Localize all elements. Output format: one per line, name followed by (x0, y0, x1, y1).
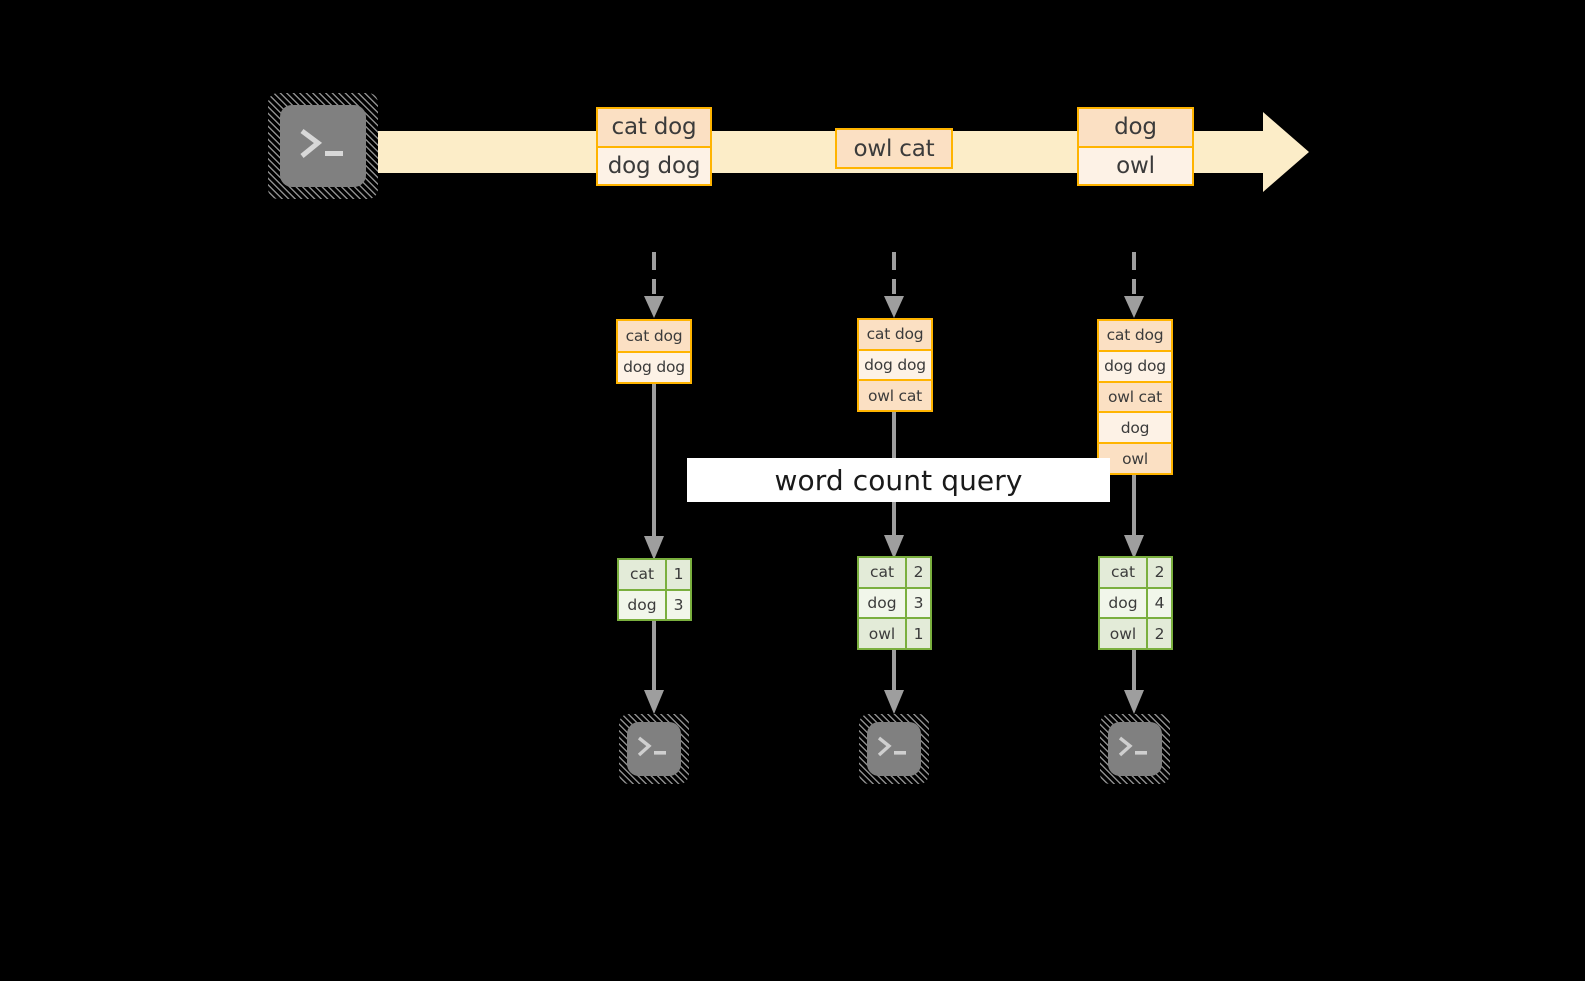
producer-terminal-icon (268, 93, 378, 199)
stream-snapshot-3: cat dog dog dog owl cat dog owl (1097, 319, 1173, 475)
solid-connector-snapshot-to-result-3 (1124, 472, 1144, 559)
count-cell: 4 (1146, 588, 1171, 618)
stream-event-1: cat dog dog dog (596, 107, 712, 186)
snapshot-row: owl cat (1099, 380, 1171, 412)
query-label: word count query (687, 458, 1110, 502)
count-cell: 2 (1146, 558, 1171, 587)
count-cell: 1 (665, 560, 690, 589)
snapshot-row: dog dog (618, 350, 690, 382)
prompt-caret-underscore-icon (877, 736, 906, 757)
word-cell: dog (859, 588, 905, 618)
dashed-connector-2 (884, 252, 904, 318)
stream-event-line: dog (1079, 109, 1192, 146)
terminal-face (280, 105, 366, 187)
stream-event-line: dog dog (598, 145, 710, 184)
terminal-face (627, 722, 681, 776)
word-cell: cat (1100, 558, 1146, 587)
prompt-caret-underscore-icon (1118, 736, 1147, 757)
stream-event-line: owl (1079, 145, 1192, 184)
table-row: cat 2 (859, 558, 930, 587)
prompt-caret-underscore-icon (637, 736, 666, 757)
consumer-terminal-icon-2 (859, 714, 929, 784)
word-cell: dog (619, 590, 665, 619)
table-row: dog 3 (859, 586, 930, 618)
table-row: cat 2 (1100, 558, 1171, 587)
snapshot-row: dog dog (859, 348, 931, 380)
snapshot-row: owl (1099, 442, 1171, 473)
snapshot-row: dog (1099, 411, 1171, 443)
snapshot-row: cat dog (618, 321, 690, 351)
solid-connector-result-to-consumer-2 (884, 650, 904, 714)
word-count-result-1: cat 1 dog 3 (617, 558, 692, 621)
snapshot-row: dog dog (1099, 349, 1171, 381)
count-cell: 2 (1146, 619, 1171, 648)
solid-connector-snapshot-to-result-1 (644, 382, 664, 560)
table-row: dog 4 (1100, 586, 1171, 618)
word-count-result-2: cat 2 dog 3 owl 1 (857, 556, 932, 650)
stream-event-3: dog owl (1077, 107, 1194, 186)
consumer-terminal-icon-1 (619, 714, 689, 784)
stream-snapshot-1: cat dog dog dog (616, 319, 692, 384)
dashed-connector-3 (1124, 252, 1144, 318)
word-cell: owl (859, 619, 905, 648)
word-cell: cat (619, 560, 665, 589)
stream-snapshot-2: cat dog dog dog owl cat (857, 318, 933, 412)
stream-event-line: cat dog (598, 109, 710, 146)
consumer-terminal-icon-3 (1100, 714, 1170, 784)
solid-connector-result-to-consumer-3 (1124, 650, 1144, 714)
solid-connector-result-to-consumer-1 (644, 620, 664, 714)
count-cell: 3 (905, 588, 930, 618)
snapshot-row: owl cat (859, 379, 931, 410)
snapshot-row: cat dog (1099, 321, 1171, 350)
terminal-face (1108, 722, 1162, 776)
table-row: owl 2 (1100, 617, 1171, 648)
table-row: dog 3 (619, 588, 690, 619)
prompt-caret-underscore-icon (300, 129, 343, 158)
word-cell: owl (1100, 619, 1146, 648)
word-cell: dog (1100, 588, 1146, 618)
stream-event-line: owl cat (837, 130, 951, 167)
stream-event-2: owl cat (835, 128, 953, 169)
terminal-face (867, 722, 921, 776)
count-cell: 3 (665, 590, 690, 619)
table-row: owl 1 (859, 617, 930, 648)
count-cell: 2 (905, 558, 930, 587)
table-row: cat 1 (619, 560, 690, 589)
dashed-connector-1 (644, 252, 664, 318)
word-cell: cat (859, 558, 905, 587)
snapshot-row: cat dog (859, 320, 931, 349)
count-cell: 1 (905, 619, 930, 648)
word-count-result-3: cat 2 dog 4 owl 2 (1098, 556, 1173, 650)
